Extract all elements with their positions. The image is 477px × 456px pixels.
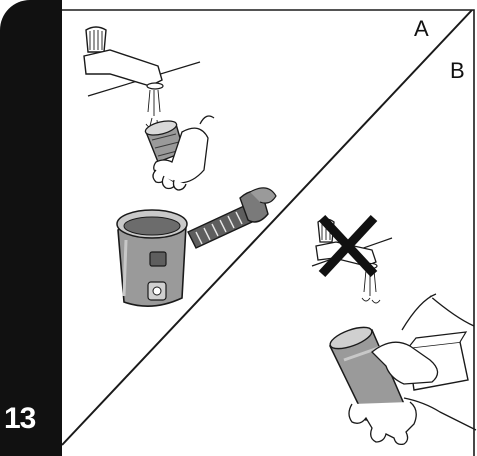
filter-cartridge-icon bbox=[188, 188, 276, 248]
canister-body bbox=[117, 210, 187, 306]
faucet-a-icon bbox=[84, 27, 200, 96]
